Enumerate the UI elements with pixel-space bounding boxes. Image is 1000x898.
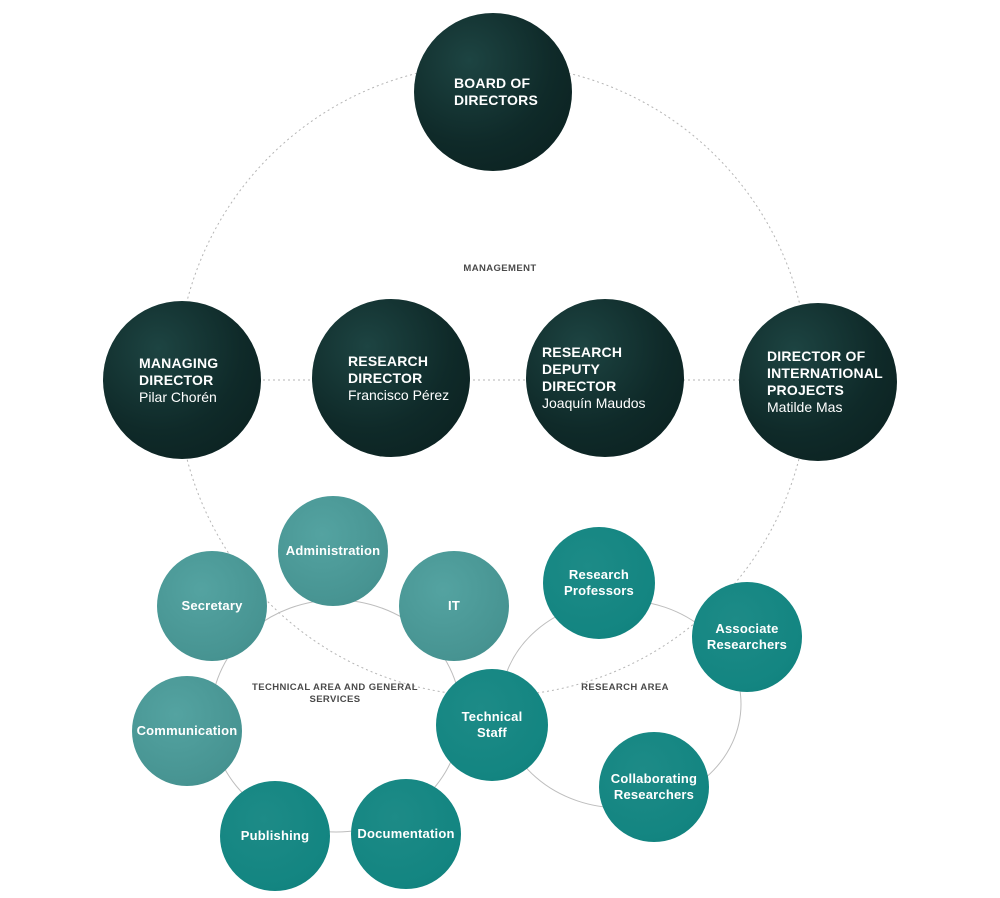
technical-area-label-line2: SERVICES: [309, 694, 361, 705]
documentation-label: Documentation: [357, 826, 455, 841]
secretary-node[interactable]: Secretary: [157, 551, 267, 661]
collaborating-researchers-line1: Collaborating: [610, 771, 698, 786]
research-professors-line1: Research: [568, 567, 630, 582]
managing-director-title-1: MANAGING: [139, 354, 219, 371]
administration-label: Administration: [285, 543, 381, 558]
technical-area-label-line1: TECHNICAL AREA AND GENERAL: [252, 682, 418, 693]
it-node[interactable]: IT: [399, 551, 509, 661]
research-director-node[interactable]: RESEARCH DIRECTOR Francisco Pérez: [312, 299, 470, 457]
communication-node[interactable]: Communication: [132, 676, 242, 786]
collaborating-researchers-line2: Researchers: [613, 787, 695, 802]
documentation-node[interactable]: Documentation: [351, 779, 461, 889]
communication-label: Communication: [136, 723, 238, 738]
research-deputy-title-2: DIRECTOR: [542, 378, 617, 394]
research-director-title-1: RESEARCH: [348, 352, 429, 369]
collaborating-researchers-node[interactable]: Collaborating Researchers: [599, 732, 709, 842]
associate-researchers-node[interactable]: Associate Researchers: [692, 582, 802, 692]
technical-staff-line2: Staff: [477, 725, 507, 740]
international-director-title-2: INTERNATIONAL: [767, 365, 883, 381]
research-director-person: Francisco Pérez: [348, 386, 450, 403]
management-label: MANAGEMENT: [463, 263, 537, 274]
publishing-node[interactable]: Publishing: [220, 781, 330, 891]
technical-area-label: TECHNICAL AREA AND GENERAL SERVICES: [240, 682, 430, 706]
secretary-label: Secretary: [181, 598, 243, 613]
associate-researchers-line2: Researchers: [706, 637, 788, 652]
administration-node[interactable]: Administration: [278, 496, 388, 606]
international-director-title-3: PROJECTS: [767, 382, 845, 398]
it-label: IT: [448, 598, 460, 613]
international-projects-director-node[interactable]: DIRECTOR OF INTERNATIONAL PROJECTS Matil…: [739, 303, 897, 461]
research-area-label: RESEARCH AREA: [581, 682, 669, 693]
technical-staff-node[interactable]: Technical Staff: [436, 669, 548, 781]
research-director-title-2: DIRECTOR: [348, 369, 423, 386]
research-professors-line2: Professors: [564, 583, 634, 598]
board-title-line2: DIRECTORS: [454, 92, 538, 108]
research-professors-node[interactable]: Research Professors: [543, 527, 655, 639]
managing-director-title-2: DIRECTOR: [139, 371, 214, 388]
board-title-line1: BOARD OF: [454, 75, 531, 91]
technical-staff-line1: Technical: [461, 709, 523, 724]
managing-director-node[interactable]: MANAGING DIRECTOR Pilar Chorén: [103, 301, 261, 459]
publishing-label: Publishing: [240, 828, 310, 843]
associate-researchers-line1: Associate: [715, 621, 779, 636]
research-deputy-person: Joaquín Maudos: [542, 395, 646, 411]
research-deputy-title-1: RESEARCH DEPUTY: [542, 344, 623, 377]
research-deputy-director-node[interactable]: RESEARCH DEPUTY DIRECTOR Joaquín Maudos: [526, 299, 684, 457]
international-director-title-1: DIRECTOR OF: [767, 348, 866, 364]
managing-director-person: Pilar Chorén: [139, 388, 217, 405]
board-of-directors-node[interactable]: BOARD OF DIRECTORS: [414, 13, 572, 171]
international-director-person: Matilde Mas: [767, 399, 843, 415]
